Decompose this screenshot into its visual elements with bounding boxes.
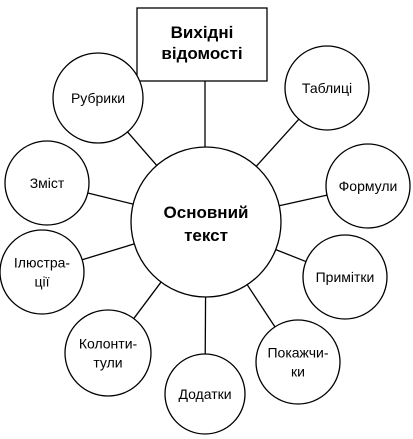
center-circle xyxy=(130,146,282,298)
node-label-dodatky: Додатки xyxy=(178,386,231,402)
node-circle-pokazhchyky xyxy=(255,319,341,405)
node-circle-rubryky xyxy=(52,52,144,144)
center-line-2: текст xyxy=(184,226,228,245)
top-box: Вихідні відомості xyxy=(136,7,268,82)
node-tablytsi: Таблиці xyxy=(284,45,370,131)
node-label-prymitky: Примітки xyxy=(316,269,375,285)
node-label-tablytsi: Таблиці xyxy=(302,80,352,96)
node-ilyustratsii: Ілюстра-ції xyxy=(0,229,85,315)
node-circle-prymitky xyxy=(302,234,388,320)
top-box-frame xyxy=(136,7,268,82)
center-line-1: Основний xyxy=(164,203,249,222)
node-circle-ilyustratsii xyxy=(0,229,85,315)
node-label-pokazhchyky: Покажчи- xyxy=(267,345,328,361)
node-label-formuly: Формули xyxy=(339,178,398,194)
node-label-zmist: Зміст xyxy=(30,175,65,191)
node-rubryky: Рубрики xyxy=(52,52,144,144)
connector-pokazhchyky xyxy=(246,284,276,328)
node-label-rubryky: Рубрики xyxy=(71,90,125,106)
node-label-ilyustratsii: Ілюстра- xyxy=(14,255,71,271)
connector-kolontytuly xyxy=(133,281,162,319)
node-label-kolontytuly: тули xyxy=(93,355,122,371)
node-prymitky: Примітки xyxy=(302,234,388,320)
connector-tablytsi xyxy=(255,118,300,167)
top-box-line-1: Вихідні xyxy=(171,23,234,42)
connector-prymitky xyxy=(275,248,307,263)
center-node: Основний текст xyxy=(130,146,282,298)
node-dodatky: Додатки xyxy=(164,353,246,435)
node-label-kolontytuly: Колонти- xyxy=(79,336,138,352)
top-box-line-2: відомості xyxy=(161,44,242,63)
connector-formuly xyxy=(279,194,328,207)
node-formuly: Формули xyxy=(325,143,411,229)
node-zmist: Зміст xyxy=(4,140,90,226)
node-circle-zmist xyxy=(4,140,90,226)
node-kolontytuly: Колонти-тули xyxy=(64,309,152,397)
connector-lines xyxy=(81,81,328,355)
node-circle-formuly xyxy=(325,143,411,229)
node-label-ilyustratsii: ції xyxy=(34,274,49,290)
node-label-pokazhchyky: ки xyxy=(291,364,305,380)
node-circle-dodatky xyxy=(164,353,246,435)
connector-zmist xyxy=(87,192,134,205)
connector-rubryky xyxy=(127,131,158,166)
node-circle-kolontytuly xyxy=(64,309,152,397)
node-circle-tablytsi xyxy=(284,45,370,131)
node-pokazhchyky: Покажчи-ки xyxy=(255,319,341,405)
connector-ilyustratsii xyxy=(81,243,135,261)
